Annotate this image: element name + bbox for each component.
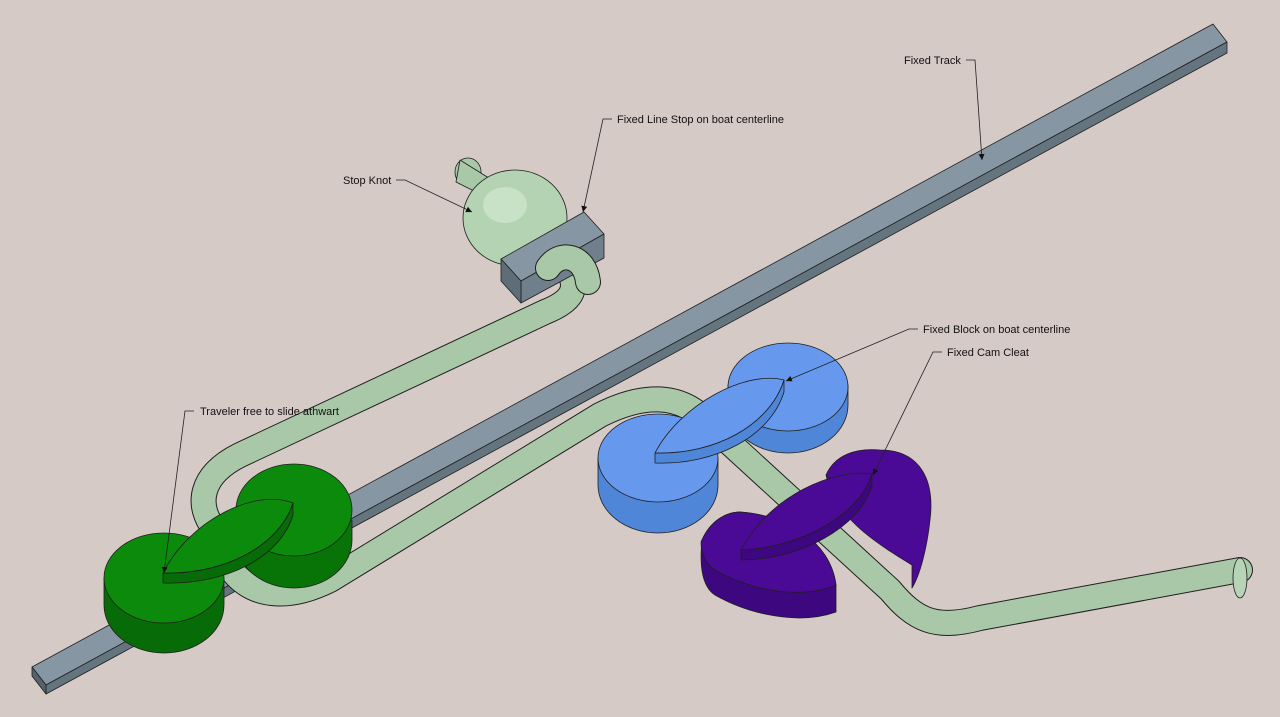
sheet-rope-lower [215,386,1253,636]
fixed-block [597,342,849,534]
leader-lines [161,59,985,574]
label-fixed-track: Fixed Track [904,55,961,67]
label-fixed-line-stop: Fixed Line Stop on boat centerline [617,114,784,126]
traveler [103,463,353,654]
fixed-cam-cleat [700,449,932,619]
sheet-rope-upper [190,257,586,543]
label-traveler: Traveler free to slide athwart [200,406,339,418]
label-fixed-block: Fixed Block on boat centerline [923,324,1070,336]
label-stop-knot: Stop Knot [343,175,391,187]
sheet-rope-loop [535,244,601,295]
label-fixed-cam-cleat: Fixed Cam Cleat [947,347,1029,359]
